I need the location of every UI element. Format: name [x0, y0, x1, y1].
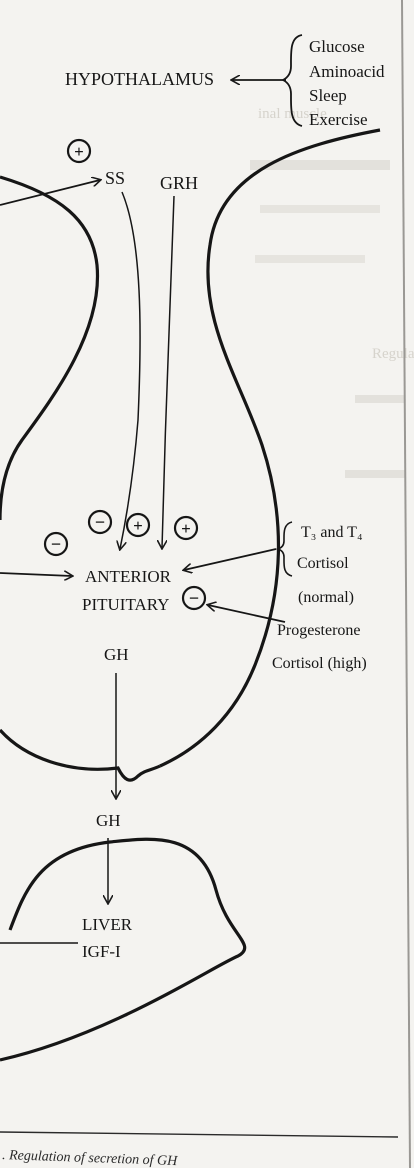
figure-caption: . Regulation of secretion of GH: [2, 1148, 179, 1168]
grh-label: GRH: [160, 173, 198, 193]
anterior-pituitary-line2: PITUITARY: [82, 595, 169, 614]
minus-sign-symbol: −: [51, 534, 61, 554]
minus-sign-symbol: −: [95, 512, 105, 532]
ss-to-pituitary-arrow: [120, 192, 140, 549]
pituitary-stalk-left-outline: [0, 177, 98, 520]
ss-label: SS: [105, 168, 125, 188]
minus-sign-symbol: −: [189, 588, 199, 608]
stimulatory-feedback-arrow: [184, 549, 276, 570]
bleed-through-smudge: [260, 205, 380, 213]
bleed-through-smudge: [255, 255, 365, 263]
liver-outline: [0, 839, 245, 1060]
stimulus-exercise: Exercise: [309, 110, 368, 129]
pituitary-bottom-outline: [0, 730, 160, 780]
input-to-pituitary-arrow: [0, 573, 72, 576]
liver-label: LIVER: [82, 915, 133, 934]
bleed-through-text: Regulation: [372, 346, 414, 362]
stimulus-aminoacid: Aminoacid: [309, 62, 385, 81]
hypothalamus-label: HYPOTHALAMUS: [65, 69, 214, 89]
feedback-normal: (normal): [298, 589, 354, 606]
plus-sign-symbol: +: [133, 516, 143, 535]
feedback-progesterone: Progesterone: [277, 622, 361, 639]
grh-to-pituitary-arrow: [162, 196, 174, 548]
plus-sign-symbol: +: [74, 142, 84, 161]
page-border: [402, 0, 410, 1168]
feedback-t3-t4: T₃ and T₄: [301, 524, 363, 541]
input-to-ss-arrow: [0, 180, 100, 205]
gh-blood-label: GH: [96, 811, 121, 830]
stimulus-glucose: Glucose: [309, 37, 365, 56]
plus-sign-symbol: +: [181, 519, 191, 538]
bleed-through-smudge: [355, 395, 405, 403]
bleed-through-smudge: [345, 470, 405, 478]
feedback-cortisol-high: Cortisol (high): [272, 655, 367, 672]
stimulus-sleep: Sleep: [309, 86, 347, 105]
igf1-label: IGF-I: [82, 942, 121, 961]
anterior-pituitary-line1: ANTERIOR: [85, 567, 172, 586]
feedback-cortisol: Cortisol: [297, 555, 349, 572]
figure-frame-bottom: [0, 1132, 398, 1137]
gh-pituitary-label: GH: [104, 645, 129, 664]
